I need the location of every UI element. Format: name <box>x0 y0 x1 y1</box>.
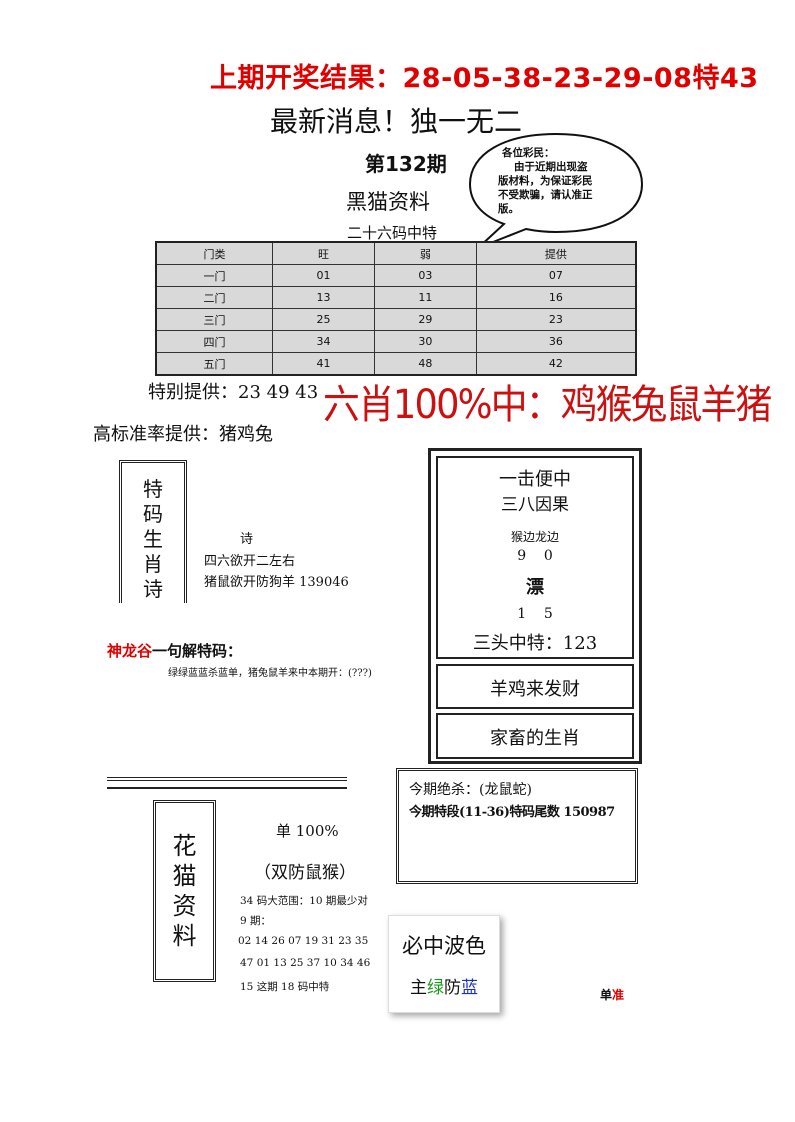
digits-row: 1 5 <box>517 606 553 622</box>
table-cell: 07 <box>475 264 637 287</box>
table-row: 三门 25 29 23 <box>155 308 637 331</box>
issue-number: 第132期 <box>365 152 447 176</box>
table-cell: 13 <box>272 286 375 309</box>
yiji-title: 一击便中 <box>499 469 571 490</box>
table-cell: 36 <box>475 330 637 353</box>
bubble-line: 版。 <box>498 203 519 215</box>
section-divider <box>107 787 347 789</box>
bubble-notice: 各位彩民： 由于近期出现盗 版材料，为保证彩民 不受欺骗，请认准正 版。 <box>498 146 628 216</box>
table-cell: 23 <box>475 308 637 331</box>
table-cell: 42 <box>475 352 637 376</box>
poem-title: 诗 <box>240 532 254 547</box>
vertical-char: 肖 <box>143 552 163 576</box>
houbian-text: 猴边龙边 <box>510 530 559 544</box>
table-cell: 34 <box>272 330 375 353</box>
shenlong-label: 一句解特码： <box>152 642 243 660</box>
number-row: 02 14 26 07 19 31 23 35 <box>238 935 369 947</box>
header-cell: 提供 <box>475 241 637 265</box>
table-cell: 11 <box>373 286 477 309</box>
wave-color-pick: 主绿防蓝 <box>389 973 499 998</box>
wave-color-box: 必中波色 主绿防蓝 <box>388 915 500 1013</box>
vertical-char: 资 <box>172 892 197 920</box>
table-cell: 30 <box>373 330 477 353</box>
vertical-char: 诗 <box>143 577 163 601</box>
six-zodiac-banner: 六肖100%中：鸡猴兔鼠羊猪 <box>323 382 772 428</box>
jueshi-line: 今期绝杀：(龙鼠蛇) <box>409 782 532 798</box>
header-cell: 弱 <box>373 241 477 265</box>
range-text: 34 码大范围：10 期最少对 <box>240 895 368 907</box>
speech-bubble <box>468 132 644 249</box>
table-cell: 16 <box>475 286 637 309</box>
vertical-char: 花 <box>172 832 197 860</box>
number-row: 15 这期 18 码中特 <box>240 981 330 993</box>
number-row: 47 01 13 25 37 10 34 46 <box>240 957 371 969</box>
zhun-char: 准 <box>612 988 625 1002</box>
table-row: 二门 13 11 16 <box>155 286 637 309</box>
sanba-text: 三八因果 <box>501 495 569 515</box>
table-header-row: 门类 旺 弱 提供 <box>155 241 637 265</box>
single-accurate-label: 单准 <box>600 986 624 1003</box>
high-accuracy-offer: 高标准率提供：猪鸡兔 <box>93 424 273 445</box>
table-row: 一门 01 03 07 <box>155 264 637 287</box>
wave-color-title: 必中波色 <box>402 934 486 958</box>
piao-text: 漂 <box>526 577 544 598</box>
main-label: 主 <box>410 978 427 998</box>
bubble-line: 各位彩民： <box>502 147 555 159</box>
jueshi-box: 今期绝杀：(龙鼠蛇) 今期特段(11-36)特码尾数 150987 <box>396 768 638 884</box>
jiaxu-box: 家畜的生肖 <box>436 713 634 759</box>
bubble-line: 版材料，为保证彩民 <box>498 175 593 187</box>
header-cell: 门类 <box>155 241 273 265</box>
table-cell: 01 <box>272 264 375 287</box>
vertical-char: 特 <box>143 477 163 501</box>
bubble-line: 不受欺骗，请认准正 <box>498 189 593 201</box>
table-cell: 五门 <box>155 352 273 376</box>
green-color-label: 绿 <box>427 978 444 998</box>
one-line-riddle: 绿绿蓝蓝杀蓝单，猪兔鼠羊来中本期开：(???) <box>168 668 372 679</box>
poem-line: 四六欲开二左右 <box>204 554 296 569</box>
poem-line: 猪鼠欲开防狗羊 139046 <box>204 575 349 590</box>
right-prediction-box: 一击便中 三八因果 猴边龙边 9 0 漂 1 5 三头中特：123 羊鸡来发财 … <box>428 448 642 764</box>
tedu-line: 今期特段(11-36)特码尾数 150987 <box>409 805 615 820</box>
bubble-line: 由于近期出现盗 <box>514 161 588 173</box>
table-row: 四门 34 30 36 <box>155 330 637 353</box>
digits-row: 9 0 <box>517 548 553 564</box>
table-cell: 41 <box>272 352 375 376</box>
section-divider <box>107 777 347 781</box>
table-cell: 03 <box>373 264 477 287</box>
heimao-title: 黑猫资料 <box>346 190 430 214</box>
yangji-text: 羊鸡来发财 <box>490 679 580 700</box>
table-cell: 48 <box>373 352 477 376</box>
vertical-char: 生 <box>143 527 163 551</box>
twenty-six-codes-label: 二十六码中特 <box>347 224 438 242</box>
table-cell: 二门 <box>155 286 273 309</box>
table-cell: 三门 <box>155 308 273 331</box>
santou-text: 三头中特：123 <box>472 633 598 654</box>
vertical-char: 料 <box>172 922 197 950</box>
huamao-box: 花 猫 资 料 <box>153 800 216 982</box>
table-row: 五门 41 48 42 <box>155 352 637 376</box>
news-title: 最新消息！独一无二 <box>270 105 523 138</box>
last-draw-result-headline: 上期开奖结果：28-05-38-23-29-08特43 <box>210 63 759 94</box>
table-cell: 29 <box>373 308 477 331</box>
door-table: 门类 旺 弱 提供 一门 01 03 07 二门 13 11 16 三门 25 … <box>155 241 637 376</box>
special-offer: 特别提供：23 49 43 <box>148 382 319 403</box>
single-100-label: 单 100% <box>276 822 339 840</box>
range-text: 9 期： <box>240 915 272 927</box>
vertical-char: 猫 <box>172 862 197 890</box>
table-cell: 一门 <box>155 264 273 287</box>
blue-color-label: 蓝 <box>461 978 478 998</box>
yiji-box: 一击便中 三八因果 猴边龙边 9 0 漂 1 5 三头中特：123 <box>436 456 634 659</box>
shenlong-heading: 神龙谷一句解特码： <box>107 640 242 661</box>
jiaxu-text: 家畜的生肖 <box>490 728 580 749</box>
yangji-box: 羊鸡来发财 <box>436 664 634 709</box>
tema-poem-box: 特 码 生 肖 诗 <box>119 460 187 603</box>
vertical-char: 码 <box>143 502 163 526</box>
dan-char: 单 <box>600 988 613 1002</box>
double-guard-label: （双防鼠猴） <box>254 863 356 883</box>
guard-label: 防 <box>444 978 461 998</box>
table-cell: 25 <box>272 308 375 331</box>
shenlong-brand: 神龙谷 <box>107 642 153 660</box>
header-cell: 旺 <box>272 241 375 265</box>
table-cell: 四门 <box>155 330 273 353</box>
